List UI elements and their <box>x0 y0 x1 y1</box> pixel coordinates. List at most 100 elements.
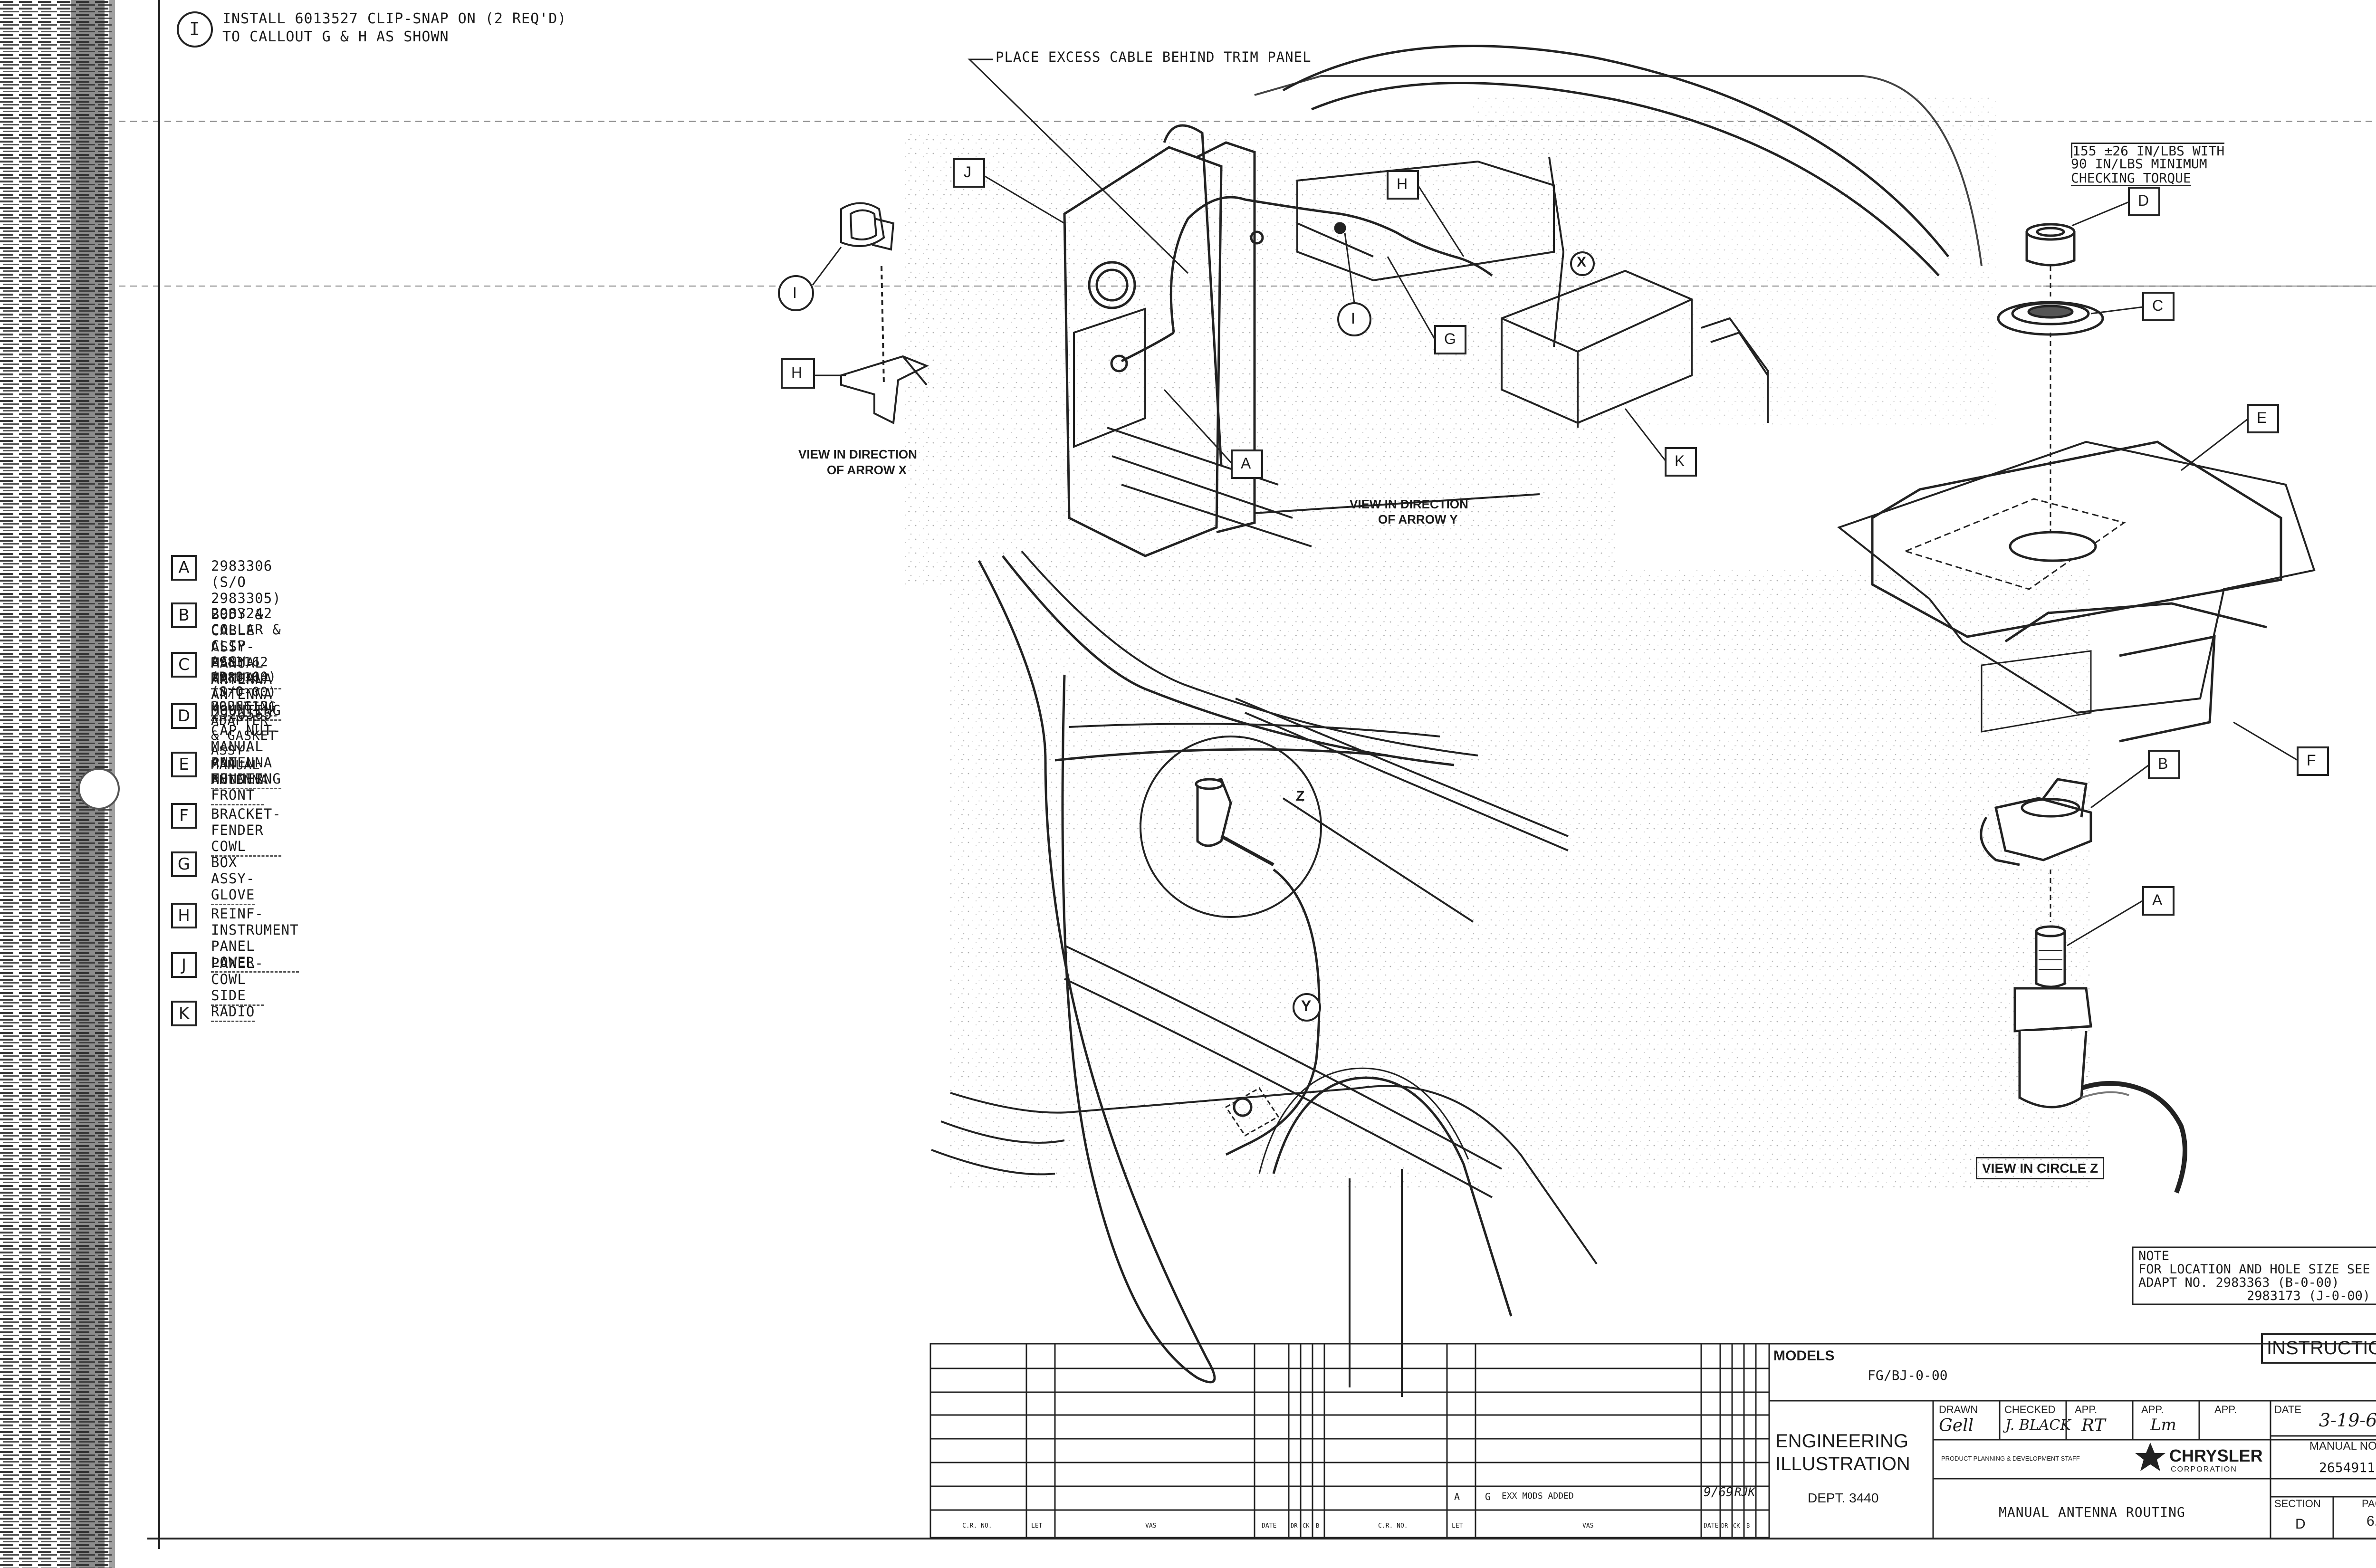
callout-I-viewx <box>778 247 842 311</box>
callout-H-viewx <box>781 358 846 389</box>
callout-J <box>953 158 1065 224</box>
callout-H-main <box>1387 170 1465 257</box>
callout-C <box>2090 292 2175 321</box>
staff-label: PRODUCT PLANNING & DEVELOPMENT STAFF <box>1941 1455 2080 1462</box>
callout-G <box>1387 256 1466 354</box>
circle-z-label: Z <box>1296 788 1305 804</box>
note-title: NOTE <box>2138 1249 2170 1263</box>
legend-text: PANEL-FENDER FRONT <box>211 755 264 805</box>
rev-col-ck-2: CK <box>1733 1522 1740 1529</box>
callout-letter-H-main: H <box>1397 175 1408 192</box>
rev-col-date-1: DATE <box>1262 1522 1277 1530</box>
callout-E <box>2181 404 2279 471</box>
view-y-caption-1: VIEW IN DIRECTION <box>1350 497 1468 511</box>
date-value: 3-19-69 <box>2319 1410 2376 1431</box>
legend-letter: H <box>171 903 197 928</box>
checked-value: J. BLACK <box>2005 1417 2071 1434</box>
fender-body-view <box>931 550 1598 1397</box>
rev-col-cr-2: C.R. NO. <box>1378 1522 1408 1530</box>
legend-text-2: 2983164 (J-0-00) MOUNTING <box>211 670 277 717</box>
torque-note-line3: CHECKING TORQUE <box>2071 170 2191 187</box>
legend-letter: K <box>171 1001 197 1026</box>
callout-letter-J: J <box>964 163 971 181</box>
callout-D <box>2071 187 2160 227</box>
drawn-value: Gell <box>1939 1416 1974 1435</box>
callout-letter-F: F <box>2307 752 2316 769</box>
chrysler-pentastar-logo <box>2135 1443 2165 1471</box>
legend-text: BOX ASSY-GLOVE <box>211 854 255 905</box>
app2-label: APP. <box>2141 1404 2164 1415</box>
rev-entry-date: 9/69 <box>1704 1485 1734 1500</box>
rev-col-cr-1: C.R. NO. <box>962 1522 992 1530</box>
rev-col-let-2: LET <box>1452 1522 1463 1530</box>
app3-label: APP. <box>2214 1404 2237 1415</box>
legend-letter: J <box>171 952 197 978</box>
rev-col-vas-2: VAS <box>1582 1522 1594 1530</box>
rev-col-dr-2: DR <box>1721 1522 1728 1529</box>
legend-text: 2983306 (S/O 2983305) BODY & CABLE ASSY-… <box>211 558 281 689</box>
rev-col-dr-1: DR <box>1291 1522 1298 1529</box>
brand-sub: CORPORATION <box>2171 1465 2237 1473</box>
app2-value: Lm <box>2150 1415 2176 1434</box>
callout-letter-A-main: A <box>1241 455 1251 472</box>
title-block-lines <box>1768 1333 2376 1539</box>
callout-letter-K: K <box>1675 452 1685 469</box>
models-label: MODELS <box>1773 1348 1835 1364</box>
legend-text: REINF-INSTRUMENT PANEL LOWER <box>211 906 299 973</box>
excess-cable-leader <box>968 58 1189 274</box>
legend-letter: G <box>171 851 197 877</box>
arrow-y-label: Y <box>1301 997 1312 1014</box>
legend-letter: A <box>171 555 197 581</box>
drawn-label: DRAWN <box>1939 1404 1978 1415</box>
callout-letter-D: D <box>2138 192 2149 209</box>
callout-F <box>2233 721 2329 776</box>
page-label: PAGE <box>2362 1498 2376 1510</box>
view-z-caption: VIEW IN CIRCLE Z <box>1976 1157 2105 1180</box>
callout-letter-A-z: A <box>2152 891 2163 908</box>
app1-label: APP. <box>2075 1404 2098 1415</box>
callout-letter-I-viewx: I <box>793 284 797 301</box>
brand-name: CHRYSLER <box>2169 1446 2263 1465</box>
header-note-line1: INSTALL 6013527 CLIP-SNAP ON (2 REQ'D) <box>222 10 567 27</box>
header-note-line2: TO CALLOUT G & H AS SHOWN <box>222 29 449 45</box>
checked-label: CHECKED <box>2004 1404 2056 1415</box>
rev-col-b-2: B <box>1746 1522 1750 1529</box>
date-label: DATE <box>2274 1404 2302 1415</box>
rev-entry-text: EXX MODS ADDED <box>1502 1491 1574 1501</box>
callout-B <box>2090 750 2180 809</box>
app1-value: RT <box>2081 1416 2106 1435</box>
engineering-label: ENGINEERING <box>1775 1431 1909 1452</box>
rev-col-b-1: B <box>1316 1522 1320 1529</box>
callout-letter-I-main: I <box>1351 310 1355 327</box>
legend-letter: F <box>171 803 197 829</box>
callout-K <box>1624 408 1697 477</box>
view-x-caption-2: OF ARROW X <box>827 463 907 477</box>
instructions-label: INSTRUCTIONS <box>2267 1338 2376 1358</box>
arrow-x-circle <box>1570 251 1595 276</box>
rev-entry-code: G <box>1485 1491 1491 1502</box>
section-label: SECTION <box>2274 1498 2321 1510</box>
callout-A-main <box>1163 389 1263 479</box>
torque-note-line1: 155 ±26 IN/LBS WITH <box>2071 143 2225 158</box>
callout-A-z <box>2067 886 2175 947</box>
illustration-label: ILLUSTRATION <box>1775 1453 1910 1474</box>
header-note-number: I <box>189 19 200 39</box>
arrow-x-label: X <box>1577 254 1587 270</box>
revision-block <box>929 1343 1770 1539</box>
legend-letter: E <box>171 752 197 777</box>
note-line1: FOR LOCATION AND HOLE SIZE SEE <box>2138 1262 2370 1277</box>
legend-letter: C <box>171 652 197 678</box>
page-value: 6.0 <box>2366 1513 2376 1529</box>
scan-noise <box>903 95 2091 1188</box>
rev-col-ck-1: CK <box>1303 1522 1310 1529</box>
view-y-caption-2: OF ARROW Y <box>1378 512 1458 526</box>
view-x-detail <box>840 202 929 425</box>
torque-note-line2: 90 IN/LBS MINIMUM <box>2071 156 2207 172</box>
rev-col-date-2: DATE <box>1704 1522 1719 1530</box>
callout-I-main <box>1337 232 1371 336</box>
legend-text: BRACKET-FENDER COWL <box>211 806 281 857</box>
callout-letter-B: B <box>2158 755 2168 772</box>
section-value: D <box>2295 1516 2306 1532</box>
note-line3: 2983173 (J-0-00) <box>2247 1289 2371 1303</box>
location-note-box <box>2132 1246 2376 1305</box>
